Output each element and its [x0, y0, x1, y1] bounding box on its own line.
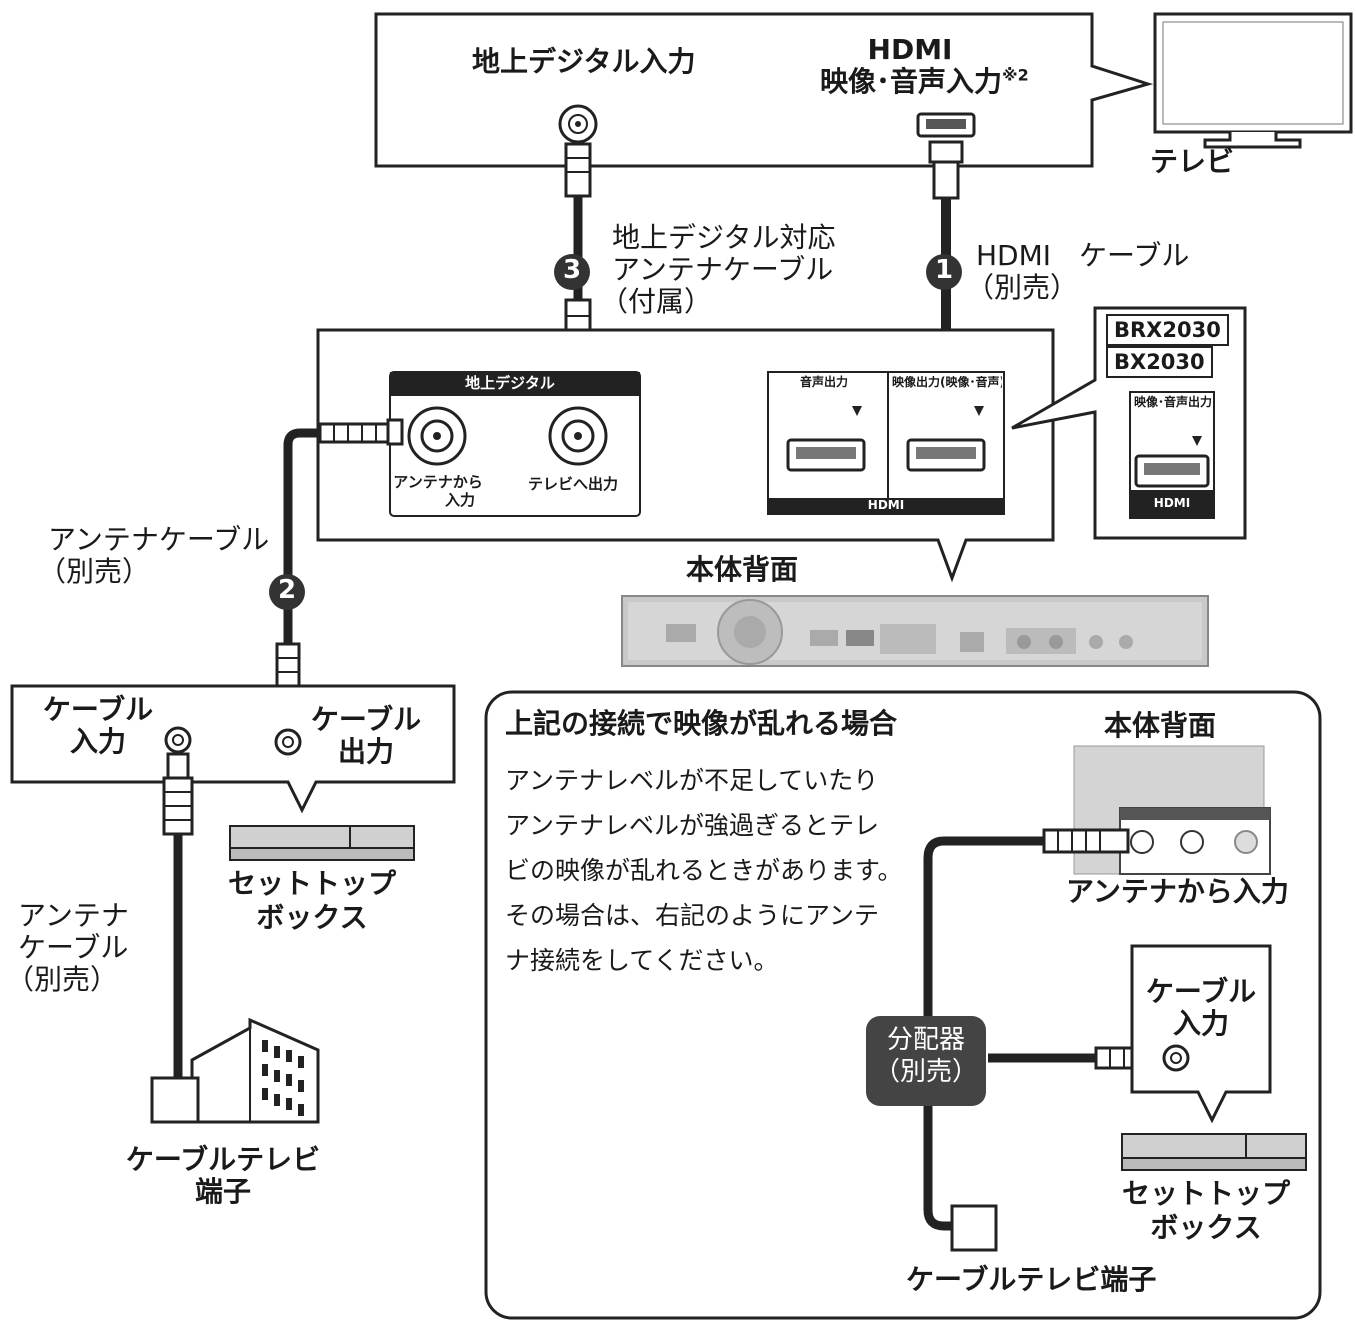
note-catv-terminal-label: ケーブルテレビ端子 — [906, 1263, 1157, 1296]
stb-ports — [164, 726, 302, 756]
stb-cable-out-line2: 出力 — [337, 735, 394, 768]
hdmi-cable-line2: （別売） — [966, 271, 1079, 304]
model-tag-brx2030: BRX2030 — [1106, 314, 1229, 346]
audio-out-label: 音声出力 — [800, 375, 849, 389]
recorder-body — [621, 595, 1209, 667]
antenna-cable-2-line2: （別売） — [38, 555, 151, 588]
step-badge-2 — [269, 574, 305, 610]
note-stb-callout — [1130, 944, 1272, 1124]
tv-terrestrial-input-label: 地上デジタル入力 — [472, 45, 696, 78]
note-rear-label: 本体背面 — [1104, 709, 1217, 742]
tv-terrestrial-port — [558, 104, 598, 144]
antenna-cable-3-line2: アンテナケーブル — [612, 253, 834, 286]
note-line: その場合は、右記のようにアンテ — [505, 901, 880, 930]
note-cable-in-line2: 入力 — [1172, 1007, 1229, 1040]
antenna-cable-3-line3: （付属） — [600, 285, 713, 318]
note-catv-terminal — [950, 1204, 998, 1252]
note-cable-upper — [923, 828, 1160, 1231]
tv-callout-box — [374, 12, 1154, 168]
note-stb-line2: ボックス — [1150, 1211, 1262, 1244]
splitter-device — [866, 1016, 986, 1106]
tv-hdmi-label-line2: 映像･音声入力※2 — [820, 65, 1029, 98]
note-cable-in-line1: ケーブル — [1145, 975, 1257, 1008]
hdmi-section — [767, 371, 1005, 515]
stb-cable-in-line2: 入力 — [69, 725, 126, 758]
note-rear-photo — [1073, 745, 1271, 875]
tv-hdmi-note: ※2 — [1002, 65, 1029, 85]
tv-label: テレビ — [1150, 145, 1235, 178]
stb-cable-out-line1: ケーブル — [310, 703, 422, 736]
splitter-label-line2: （別売） — [873, 1057, 978, 1087]
note-line: ナ接続をしてください。 — [505, 946, 779, 975]
antenna-in-label-line1: アンテナから — [393, 473, 483, 491]
step-badge-1 — [926, 254, 962, 290]
model-inset-port — [1129, 391, 1215, 519]
tv-hdmi-port — [916, 112, 976, 138]
model-tag-bx2030: BX2030 — [1106, 346, 1213, 378]
inset-port-label: 映像･音声出力 — [1134, 395, 1213, 409]
note-line: アンテナレベルが強過ぎるとテレ — [505, 811, 880, 840]
note-title: 上記の接続で映像が乱れる場合 — [505, 707, 898, 740]
video-out-label: 映像出力(映像･音声) — [892, 376, 1002, 389]
stb-callout-box — [10, 684, 456, 814]
terrestrial-section — [389, 371, 641, 517]
antenna-cable-left-line2: ケーブル — [18, 931, 129, 964]
stb-device — [229, 825, 415, 861]
antenna-cable-2-line1: アンテナケーブル — [48, 523, 270, 556]
note-stb-line1: セットトップ — [1121, 1177, 1290, 1210]
antenna-cable-2 — [275, 418, 404, 716]
antenna-cable-left-line1: アンテナ — [18, 899, 129, 932]
tv-icon — [1153, 12, 1353, 149]
note-antenna-in-label: アンテナから入力 — [1066, 875, 1289, 908]
hdmi-section-label: HDMI — [867, 498, 905, 512]
note-line: ビの映像が乱れるときがあります。 — [505, 856, 903, 885]
tv-hdmi-label-line1: HDMI — [867, 33, 953, 66]
antenna-cable-3-line1: 地上デジタル対応 — [612, 221, 836, 254]
tv-hdmi-label-text: 映像･音声入力 — [820, 65, 1003, 98]
stb-label-line2: ボックス — [256, 901, 368, 934]
step-number-1: 1 — [934, 255, 954, 285]
catv-label-line1: ケーブルテレビ — [125, 1143, 321, 1176]
note-paragraph: アンテナレベルが不足していたり アンテナレベルが強過ぎるとテレ ビの映像が乱れる… — [505, 758, 925, 983]
terrestrial-header: 地上デジタル — [465, 374, 555, 392]
inset-hdmi-label: HDMI — [1153, 496, 1191, 510]
splitter-label-line1: 分配器 — [886, 1025, 965, 1055]
catv-terminal-left — [150, 1076, 200, 1124]
note-line: アンテナレベルが不足していたり — [505, 766, 879, 795]
stb-label-line1: セットトップ — [227, 867, 396, 900]
antenna-in-label-line2: 入力 — [444, 491, 475, 509]
antenna-cable-left-line3: （別売） — [6, 963, 119, 996]
tv-out-label: テレビへ出力 — [528, 475, 619, 493]
stb-cable-in-line1: ケーブル — [42, 693, 154, 726]
antenna-cable-left — [162, 752, 194, 1092]
note-stb-port — [1162, 1044, 1190, 1072]
rear-label: 本体背面 — [686, 553, 799, 586]
step-badge-3 — [554, 254, 590, 290]
hdmi-cable-line1: HDMI ケーブル — [976, 239, 1190, 272]
step-number-2: 2 — [277, 575, 297, 605]
building-icon — [190, 1017, 320, 1124]
catv-label-line2: 端子 — [194, 1175, 251, 1208]
note-stb-device — [1121, 1133, 1307, 1171]
step-number-3: 3 — [562, 255, 582, 285]
